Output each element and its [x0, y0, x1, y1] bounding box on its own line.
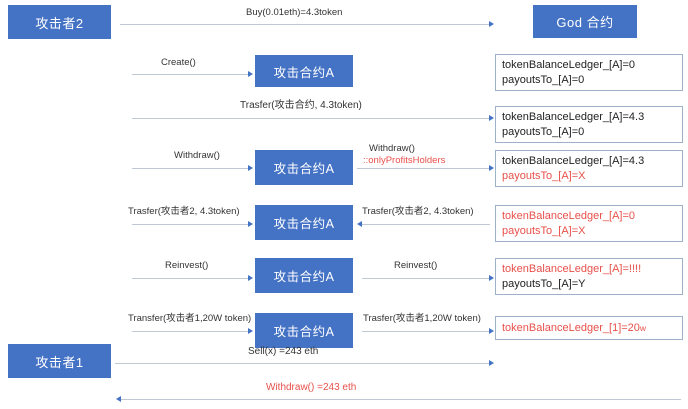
state-box-4: tokenBalanceLedger_[A]=0 payoutsTo_[A]=X [495, 205, 683, 242]
message-label-create: Create() [161, 57, 196, 68]
state-box-2: tokenBalanceLedger_[A]=4.3 payoutsTo_[A]… [495, 106, 683, 143]
state-box-1-line-1: tokenBalanceLedger_[A]=0 [502, 59, 636, 71]
state-box-2-line-2: payoutsTo_[A]=0 [502, 126, 585, 138]
state-box-3-line-1: tokenBalanceLedger_[A]=4.3 [502, 155, 645, 167]
message-label-withdraw-final: Withdraw() =243 eth [266, 382, 357, 393]
state-box-3-line-2: payoutsTo_[A]=X [502, 170, 586, 182]
arrow-withdraw-final [121, 399, 681, 400]
state-box-1-line-2: payoutsTo_[A]=0 [502, 74, 585, 86]
state-box-5: tokenBalanceLedger_[A]=!!!! payoutsTo_[A… [495, 258, 683, 295]
message-label-buy: Buy(0.01eth)=4.3token [246, 7, 343, 18]
arrow-trasfer-attacker2-left [132, 224, 249, 225]
actor-attacker1[interactable]: 攻击者1 [8, 344, 111, 378]
arrow-trasfer-contract-head-icon [489, 114, 494, 121]
state-box-3: tokenBalanceLedger_[A]=4.3 payoutsTo_[A]… [495, 150, 683, 187]
arrow-transfer-attacker1-left-head-icon [248, 327, 253, 334]
arrow-buy-head-icon [489, 20, 494, 27]
state-box-4-line-1: tokenBalanceLedger_[A]=0 [502, 210, 636, 222]
arrow-withdraw-final-head-icon [116, 395, 121, 402]
message-label-sell: Sell(x) =243 eth [248, 346, 319, 357]
arrow-withdraw-left-head-icon [248, 164, 253, 171]
arrow-withdraw-left [132, 168, 249, 169]
arrow-reinvest-right [362, 278, 490, 279]
message-label-trasfer-attacker2-right: Trasfer(攻击者2, 4.3token) [362, 206, 474, 217]
arrow-transfer-attacker1-right-head-icon [489, 327, 494, 334]
node-attack-contract-3[interactable]: 攻击合约A [255, 205, 353, 240]
actor-god-contract[interactable]: God 合约 [533, 5, 637, 38]
arrow-trasfer-attacker2-right [362, 224, 490, 225]
actor-god-contract-label: God 合约 [556, 15, 614, 30]
node-attack-contract-2-label: 攻击合约A [273, 162, 335, 176]
arrow-withdraw-right [357, 168, 490, 169]
arrow-transfer-attacker1-right [362, 331, 490, 332]
node-attack-contract-5[interactable]: 攻击合约A [255, 313, 353, 348]
node-attack-contract-4[interactable]: 攻击合约A [255, 258, 353, 293]
message-label-withdraw-right: Withdraw() [369, 143, 415, 154]
arrow-reinvest-left-head-icon [248, 274, 253, 281]
message-label-trasfer-attacker2-left: Trasfer(攻击者2, 4.3token) [128, 206, 240, 217]
arrow-reinvest-left [132, 278, 249, 279]
arrow-withdraw-right-head-icon [489, 164, 494, 171]
node-attack-contract-5-label: 攻击合约A [273, 325, 335, 339]
state-box-6-suffix: w [639, 323, 647, 333]
message-label-reinvest-right: Reinvest() [394, 260, 438, 271]
arrow-trasfer-contract [132, 118, 490, 119]
actor-attacker1-label: 攻击者1 [35, 354, 84, 370]
arrow-create [132, 74, 249, 75]
actor-attacker2[interactable]: 攻击者2 [8, 5, 111, 39]
state-box-2-line-1: tokenBalanceLedger_[A]=4.3 [502, 111, 645, 123]
state-box-6-line-1: tokenBalanceLedger_[1]=20w [502, 321, 676, 336]
arrow-trasfer-attacker2-right-head-icon [357, 220, 362, 227]
message-label-trasfer-contract: Trasfer(攻击合约, 4.3token) [240, 100, 362, 111]
message-label-withdraw-left: Withdraw() [174, 150, 220, 161]
state-box-5-line-1: tokenBalanceLedger_[A]=!!!! [502, 263, 642, 275]
node-attack-contract-3-label: 攻击合约A [273, 217, 335, 231]
message-label-transfer-attacker1-left: Transfer(攻击者1,20W token) [128, 313, 252, 324]
message-label-reinvest-left: Reinvest() [165, 260, 209, 271]
arrow-reinvest-right-head-icon [489, 274, 494, 281]
message-label-withdraw-modifier: ::onlyProfitsHolders [363, 155, 446, 166]
state-box-6: tokenBalanceLedger_[1]=20w [495, 316, 683, 340]
state-box-5-line-2: payoutsTo_[A]=Y [502, 278, 586, 290]
arrow-create-head-icon [248, 70, 253, 77]
arrow-sell [115, 363, 490, 364]
node-attack-contract-1-label: 攻击合约A [273, 65, 335, 80]
node-attack-contract-4-label: 攻击合约A [273, 270, 335, 284]
state-box-6-value: tokenBalanceLedger_[1]=20 [502, 322, 640, 334]
state-box-1: tokenBalanceLedger_[A]=0 payoutsTo_[A]=0 [495, 54, 683, 91]
arrow-transfer-attacker1-left [132, 331, 249, 332]
arrow-buy [120, 24, 490, 25]
state-box-4-line-2: payoutsTo_[A]=X [502, 225, 586, 237]
arrow-sell-head-icon [489, 359, 494, 366]
message-label-trasfer-attacker1-right: Trasfer(攻击者1,20W token) [363, 313, 481, 324]
node-attack-contract-1[interactable]: 攻击合约A [255, 55, 353, 87]
actor-attacker2-label: 攻击者2 [35, 15, 84, 31]
arrow-trasfer-attacker2-left-head-icon [248, 220, 253, 227]
node-attack-contract-2[interactable]: 攻击合约A [255, 150, 353, 185]
